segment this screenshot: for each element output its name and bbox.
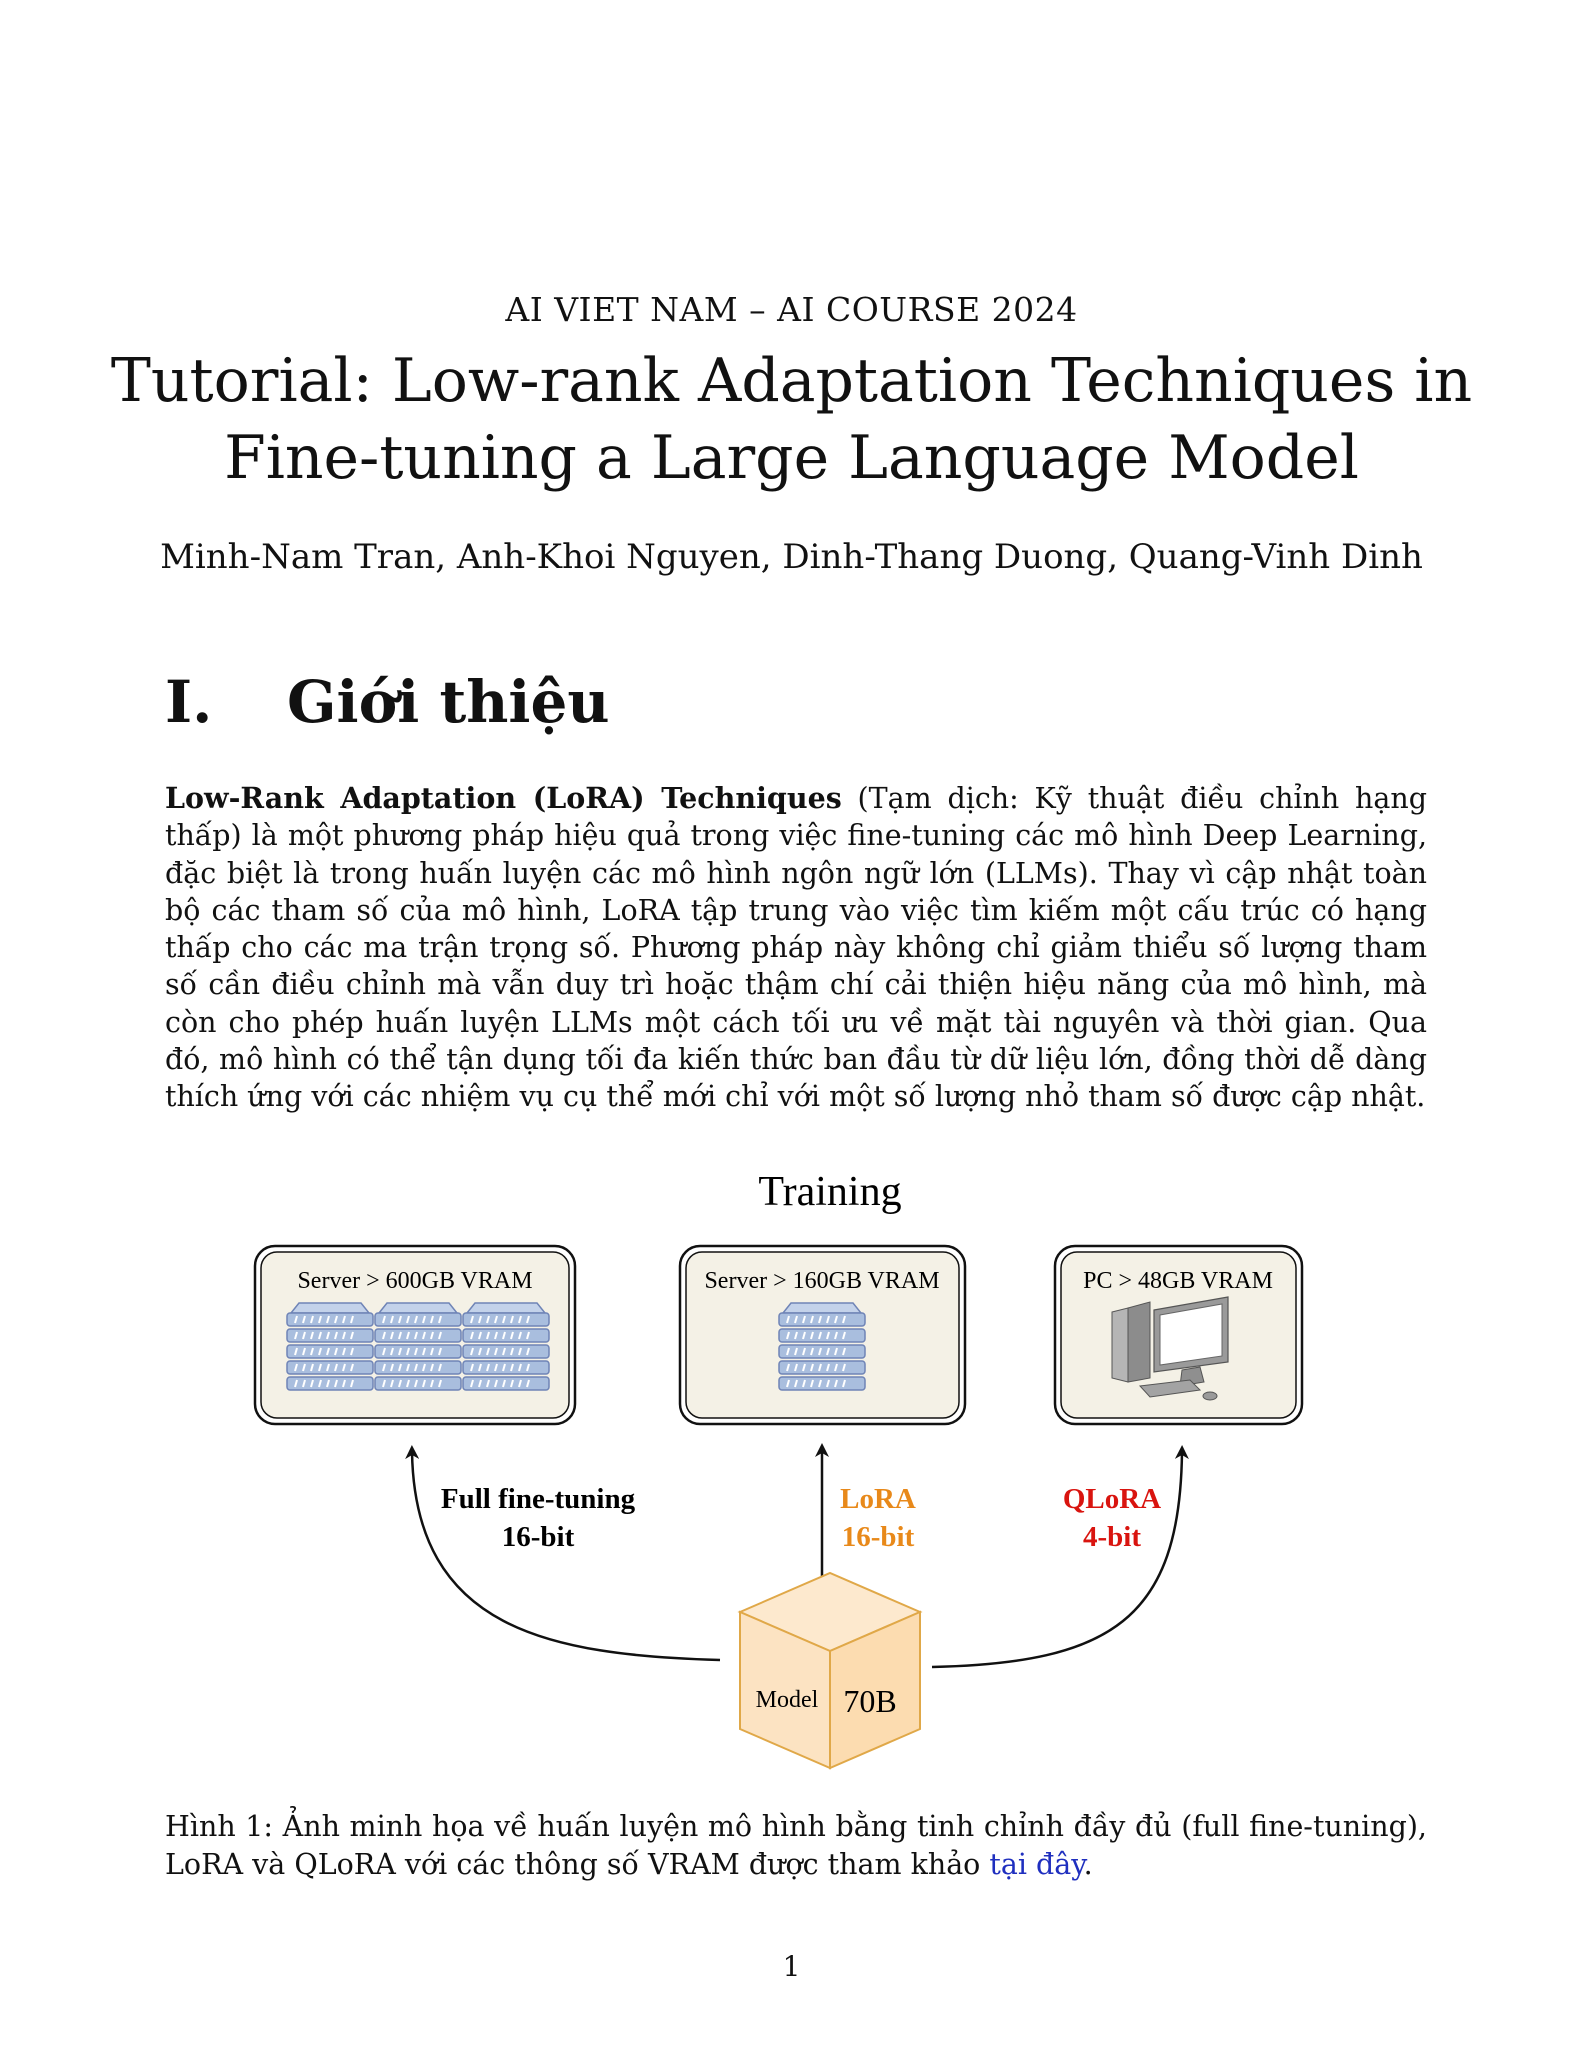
- server-icon: [778, 1302, 866, 1391]
- lora-bold-term: Low-Rank Adaptation (LoRA) Techniques: [165, 781, 842, 815]
- paper-title-line-2: Fine-tuning a Large Language Model: [224, 423, 1359, 493]
- server-box-160gb-label: Server > 160GB VRAM: [704, 1268, 939, 1294]
- lora-label: LoRA: [840, 1483, 916, 1515]
- model-size: 70B: [843, 1683, 896, 1719]
- full-finetuning-label: Full fine-tuning: [441, 1483, 636, 1515]
- section-number: I.: [165, 668, 213, 736]
- figure-title: Training: [758, 1169, 901, 1215]
- qlora-label: QLoRA: [1063, 1483, 1161, 1515]
- caption-text: Hình 1: Ảnh minh họa về huấn luyện mô hì…: [165, 1810, 1427, 1881]
- lora-bits: 16-bit: [842, 1521, 915, 1553]
- server-box-600gb: Server > 600GB VRAM: [253, 1244, 577, 1426]
- desktop-pc-icon: [1111, 1296, 1229, 1401]
- course-header: AI VIET NAM – AI COURSE 2024: [505, 290, 1078, 329]
- page-number: 1: [782, 1950, 801, 1983]
- server-rack-icon: [286, 1302, 550, 1391]
- section-title: Giới thiệu: [287, 668, 610, 736]
- arrow-full-finetuning: [405, 1445, 721, 1662]
- pc-box-48gb: PC > 48GB VRAM: [1053, 1244, 1304, 1426]
- model-cube: Model 70B: [737, 1571, 923, 1770]
- caption-link[interactable]: tại đây: [989, 1848, 1084, 1881]
- figure-caption: Hình 1: Ảnh minh họa về huấn luyện mô hì…: [165, 1808, 1427, 1884]
- training-figure: Training Server > 600GB VRAM Server > 16…: [253, 1169, 1304, 1770]
- pc-box-48gb-label: PC > 48GB VRAM: [1083, 1268, 1273, 1294]
- qlora-bits: 4-bit: [1083, 1521, 1141, 1553]
- server-box-600gb-label: Server > 600GB VRAM: [297, 1268, 532, 1294]
- author-list: Minh-Nam Tran, Anh-Khoi Nguyen, Dinh-Tha…: [160, 537, 1423, 577]
- intro-text: (Tạm dịch: Kỹ thuật điều chỉnh hạng thấp…: [165, 782, 1427, 1114]
- caption-end: .: [1083, 1848, 1093, 1881]
- paper-title-line-1: Tutorial: Low-rank Adaptation Techniques…: [110, 346, 1473, 416]
- intro-paragraph: Low-Rank Adaptation (LoRA) Techniques (T…: [165, 780, 1427, 1116]
- model-label: Model: [756, 1687, 819, 1713]
- full-finetuning-bits: 16-bit: [502, 1521, 575, 1553]
- section-heading: I. Giới thiệu: [165, 668, 610, 736]
- arrow-qlora: [931, 1445, 1189, 1669]
- server-box-160gb: Server > 160GB VRAM: [678, 1244, 967, 1426]
